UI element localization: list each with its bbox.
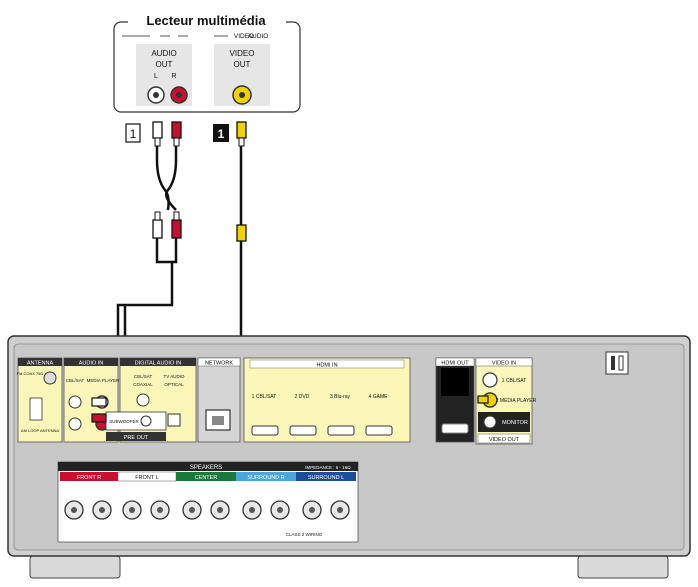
audio-plug-in-r — [91, 413, 107, 423]
video-cable-marker: 1 — [218, 127, 225, 141]
hdmi-port-2[interactable] — [289, 425, 317, 436]
audio-in-cbl-l[interactable] — [68, 395, 82, 409]
digital-audio-label: DIGITAL AUDIO IN — [135, 361, 181, 367]
hdmi-in-2: 2 DVD — [295, 394, 310, 400]
power-socket — [605, 351, 629, 375]
speaker-front-r: FRONT R — [77, 475, 101, 481]
coaxial-jack[interactable] — [136, 393, 150, 407]
speaker-front-l: FRONT L — [135, 475, 158, 481]
hdmi-port-4[interactable] — [365, 425, 393, 436]
speaker-surround-r: SURROUND R — [247, 475, 284, 481]
video-in-cbl-sat: 1 CBL/SAT — [502, 378, 527, 384]
hdmi-port-1[interactable] — [251, 425, 279, 436]
optical-jack[interactable] — [167, 413, 181, 427]
am-loop-terminal[interactable] — [29, 397, 43, 421]
digital-optical: OPTICAL — [164, 382, 184, 387]
subwoofer-label: SUBWOOFER — [109, 419, 139, 424]
loop-antenna-label: AM LOOP ANTENNA — [21, 428, 59, 433]
audio-cable-marker: 1 — [130, 127, 137, 141]
player-title: Lecteur multimédia — [146, 13, 266, 28]
digital-tv-audio: TV AUDIO — [163, 374, 185, 379]
monitor-label: MONITOR — [502, 420, 528, 426]
audio-out-l: L — [154, 73, 158, 80]
hdmi-in-3: 3 Blu-ray — [330, 394, 351, 400]
audio-in-label: AUDIO IN — [79, 361, 103, 367]
audio-in-media-player: MEDIA PLAYER — [87, 378, 120, 383]
monitor-jack[interactable] — [483, 415, 497, 429]
fm-coax-label: FM COAX 75Ω — [17, 371, 44, 376]
audio-out-label-1: AUDIO — [151, 49, 176, 58]
fm-coax-jack[interactable] — [43, 371, 57, 385]
video-out-label-2: OUT — [234, 60, 251, 69]
hdmi-out-port[interactable] — [441, 423, 469, 434]
class-wiring-label: CLASS 2 WIRING — [286, 532, 323, 537]
audio-plug-in-l — [91, 397, 107, 407]
speaker-center: CENTER — [195, 475, 218, 481]
video-out-label-1: VIDEO — [230, 49, 255, 58]
hdmi-port-3[interactable] — [327, 425, 355, 436]
hdmi-in-4: 4 GAME — [369, 394, 389, 400]
subwoofer-jack[interactable] — [140, 415, 152, 427]
av-receiver: ANTENNA FM COAX 75Ω AM LOOP ANTENNA AUDI… — [7, 335, 691, 579]
hdmi-in-1: 1 CBL/SAT — [252, 394, 277, 400]
video-out-label: VIDEO OUT — [489, 437, 520, 443]
antenna-label: ANTENNA — [27, 361, 54, 367]
network-label: NETWORK — [205, 361, 233, 367]
audio-in-cbl-r[interactable] — [68, 417, 82, 431]
video-in-cbl-sat-jack[interactable] — [482, 372, 498, 388]
audio-out-r: R — [171, 73, 176, 80]
speakers-label: SPEAKERS — [190, 465, 222, 471]
audio-in-cbl-sat: CBL/SAT — [66, 378, 85, 383]
digital-coaxial: COAXIAL — [133, 382, 153, 387]
player-video-type: VIDEO — [234, 33, 254, 40]
hdmi-out-label: HDMI OUT — [441, 361, 469, 367]
player-audio-type: AUDIO — [248, 33, 269, 40]
audio-out-label-2: OUT — [156, 60, 173, 69]
pre-out-label: PRE OUT — [124, 435, 149, 441]
hdmi-in-label: HDMI IN — [316, 363, 337, 369]
media-player: Lecteur multimédia AUDIO VIDEO AUDIO OUT… — [113, 11, 301, 113]
video-plug-in — [477, 395, 489, 404]
video-in-media-player: 2 MEDIA PLAYER — [496, 398, 537, 404]
impedance-label: IMPEDANCE : 6 - 16Ω — [305, 465, 351, 470]
video-in-label: VIDEO IN — [492, 361, 516, 367]
digital-cbl-sat: CBL/SAT — [134, 374, 153, 379]
speaker-surround-l: SURROUND L — [308, 475, 344, 481]
